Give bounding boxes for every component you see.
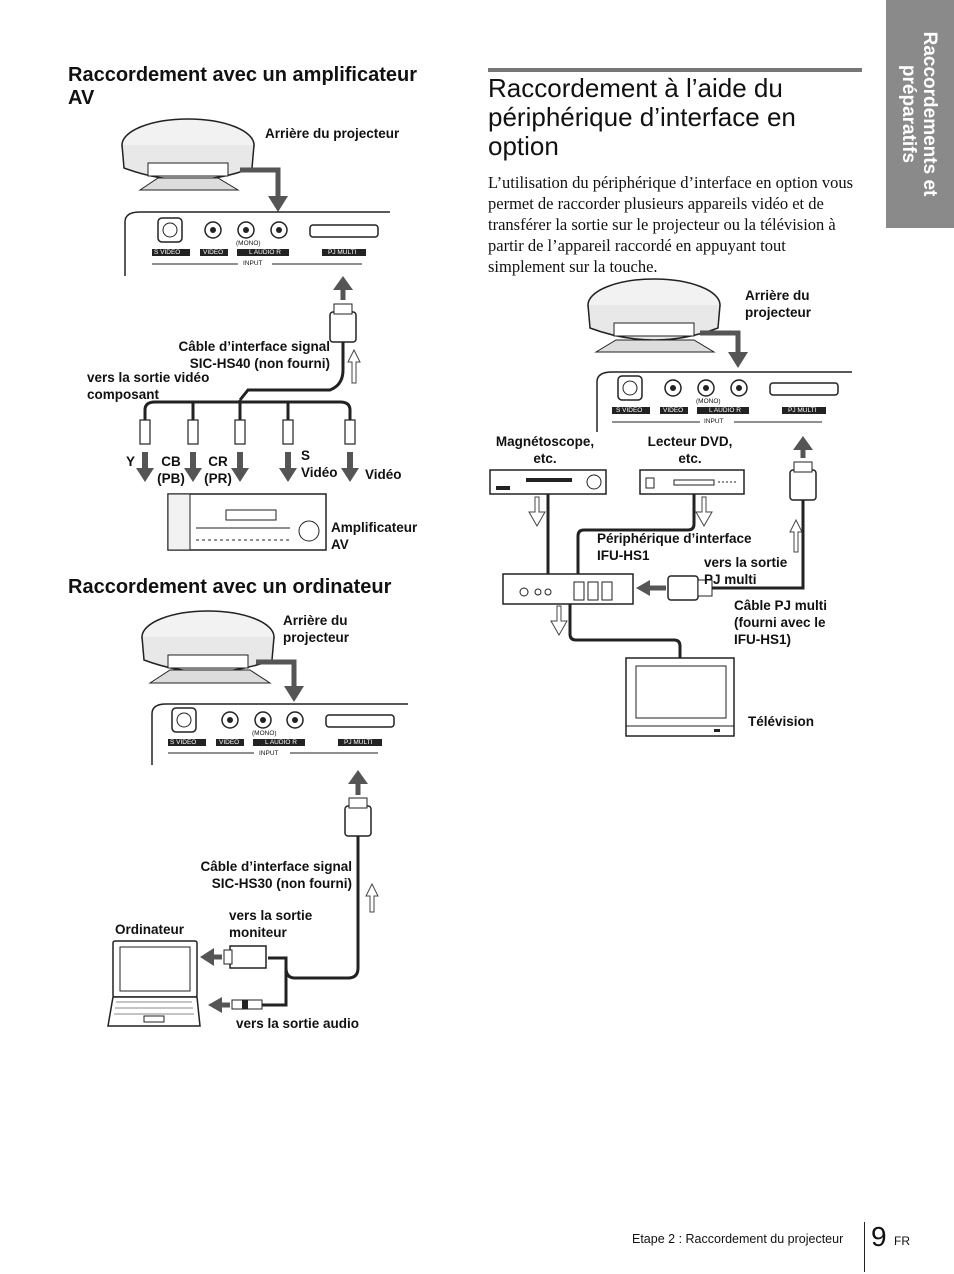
footer-divider [864,1222,865,1272]
panel1-svideo-label: S VIDEO [154,249,181,256]
section-title-av: Raccordement avec un amplificateur AV [68,64,418,109]
projector-illustration-1 [121,118,255,191]
page-lang: FR [894,1234,910,1248]
label-cable-sic-hs30: Câble d’interface signal SIC-HS30 (non f… [200,859,352,891]
label-to-audio: vers la sortie audio [236,1016,360,1031]
section-side-tab [886,0,954,228]
section-title-computer: Raccordement avec un ordinateur [68,576,392,598]
panel2-video-label: VIDEO [219,739,240,746]
panel2-mono-label: (MONO) [252,730,277,737]
panel3-input-label: INPUT [704,418,724,425]
label-cable-sic-hs40: Câble d’interface signal SIC-HS40 (non f… [178,339,330,371]
laptop-illustration [107,940,201,1027]
label-dvd: Lecteur DVD, etc. [647,434,733,466]
interface-device-illustration [502,573,634,605]
panel3-pjmulti-label: PJ MULTI [788,407,817,414]
vcr-illustration [489,469,607,495]
panel3-audio-label: L AUDIO R [709,407,741,414]
panel2-pjmulti-label: PJ MULTI [344,739,373,746]
panel1-input-label: INPUT [243,260,263,267]
right-body-text: L’utilisation du périphérique d’interfac… [488,173,854,276]
label-television: Télévision [748,714,815,729]
panel1-audio-label: L AUDIO R [249,249,281,256]
label-to-monitor: vers la sortie moniteur [229,908,313,940]
panel1-mono-label: (MONO) [236,240,261,247]
input-panel-2 [151,703,408,765]
projector-illustration-2 [141,610,275,684]
input-panel-3 [596,371,852,432]
dvd-illustration [639,469,745,495]
panel2-svideo-label: S VIDEO [170,739,197,746]
label-interface-device: Périphérique d’interface IFU-HS1 [597,531,752,563]
label-rear-projector-3: Arrière du projecteur [745,288,812,320]
label-rear-projector-1: Arrière du projecteur [265,126,400,141]
label-vcr: Magnétoscope, etc. [495,434,595,466]
projector-illustration-3 [587,278,721,353]
panel1-video-label: VIDEO [203,249,224,256]
label-video: Vidéo [365,467,402,482]
label-to-pj-multi: vers la sortie PJ multi [704,555,788,587]
panel2-input-label: INPUT [259,750,279,757]
label-pj-multi-cable: Câble PJ multi (fourni avec le IFU-HS1) [734,598,828,647]
label-cr: CR (PR) [204,454,232,486]
label-amplifier: Amplificateur AV [331,520,418,552]
panel2-audio-label: L AUDIO R [265,739,297,746]
amplifier-illustration [167,493,327,551]
panel3-svideo-label: S VIDEO [616,407,643,414]
label-rear-projector-2: Arrière du projecteur [283,613,350,645]
footer-text: Etape 2 : Raccordement du projecteur [632,1232,844,1246]
right-title: Raccordement à l’aide du périphérique d’… [488,73,796,161]
label-s-video: S Vidéo [301,448,338,480]
panel3-video-label: VIDEO [663,407,684,414]
input-panel-1 [124,211,390,276]
panel3-mono-label: (MONO) [696,398,721,405]
label-computer: Ordinateur [115,922,185,937]
tv-illustration [625,657,735,737]
label-y: Y [126,454,136,469]
page-number: 9 [871,1221,887,1252]
panel1-pjmulti-label: PJ MULTI [328,249,357,256]
label-to-component: vers la sortie vidéo composant [87,370,210,402]
label-cb: CB (PB) [157,454,185,486]
